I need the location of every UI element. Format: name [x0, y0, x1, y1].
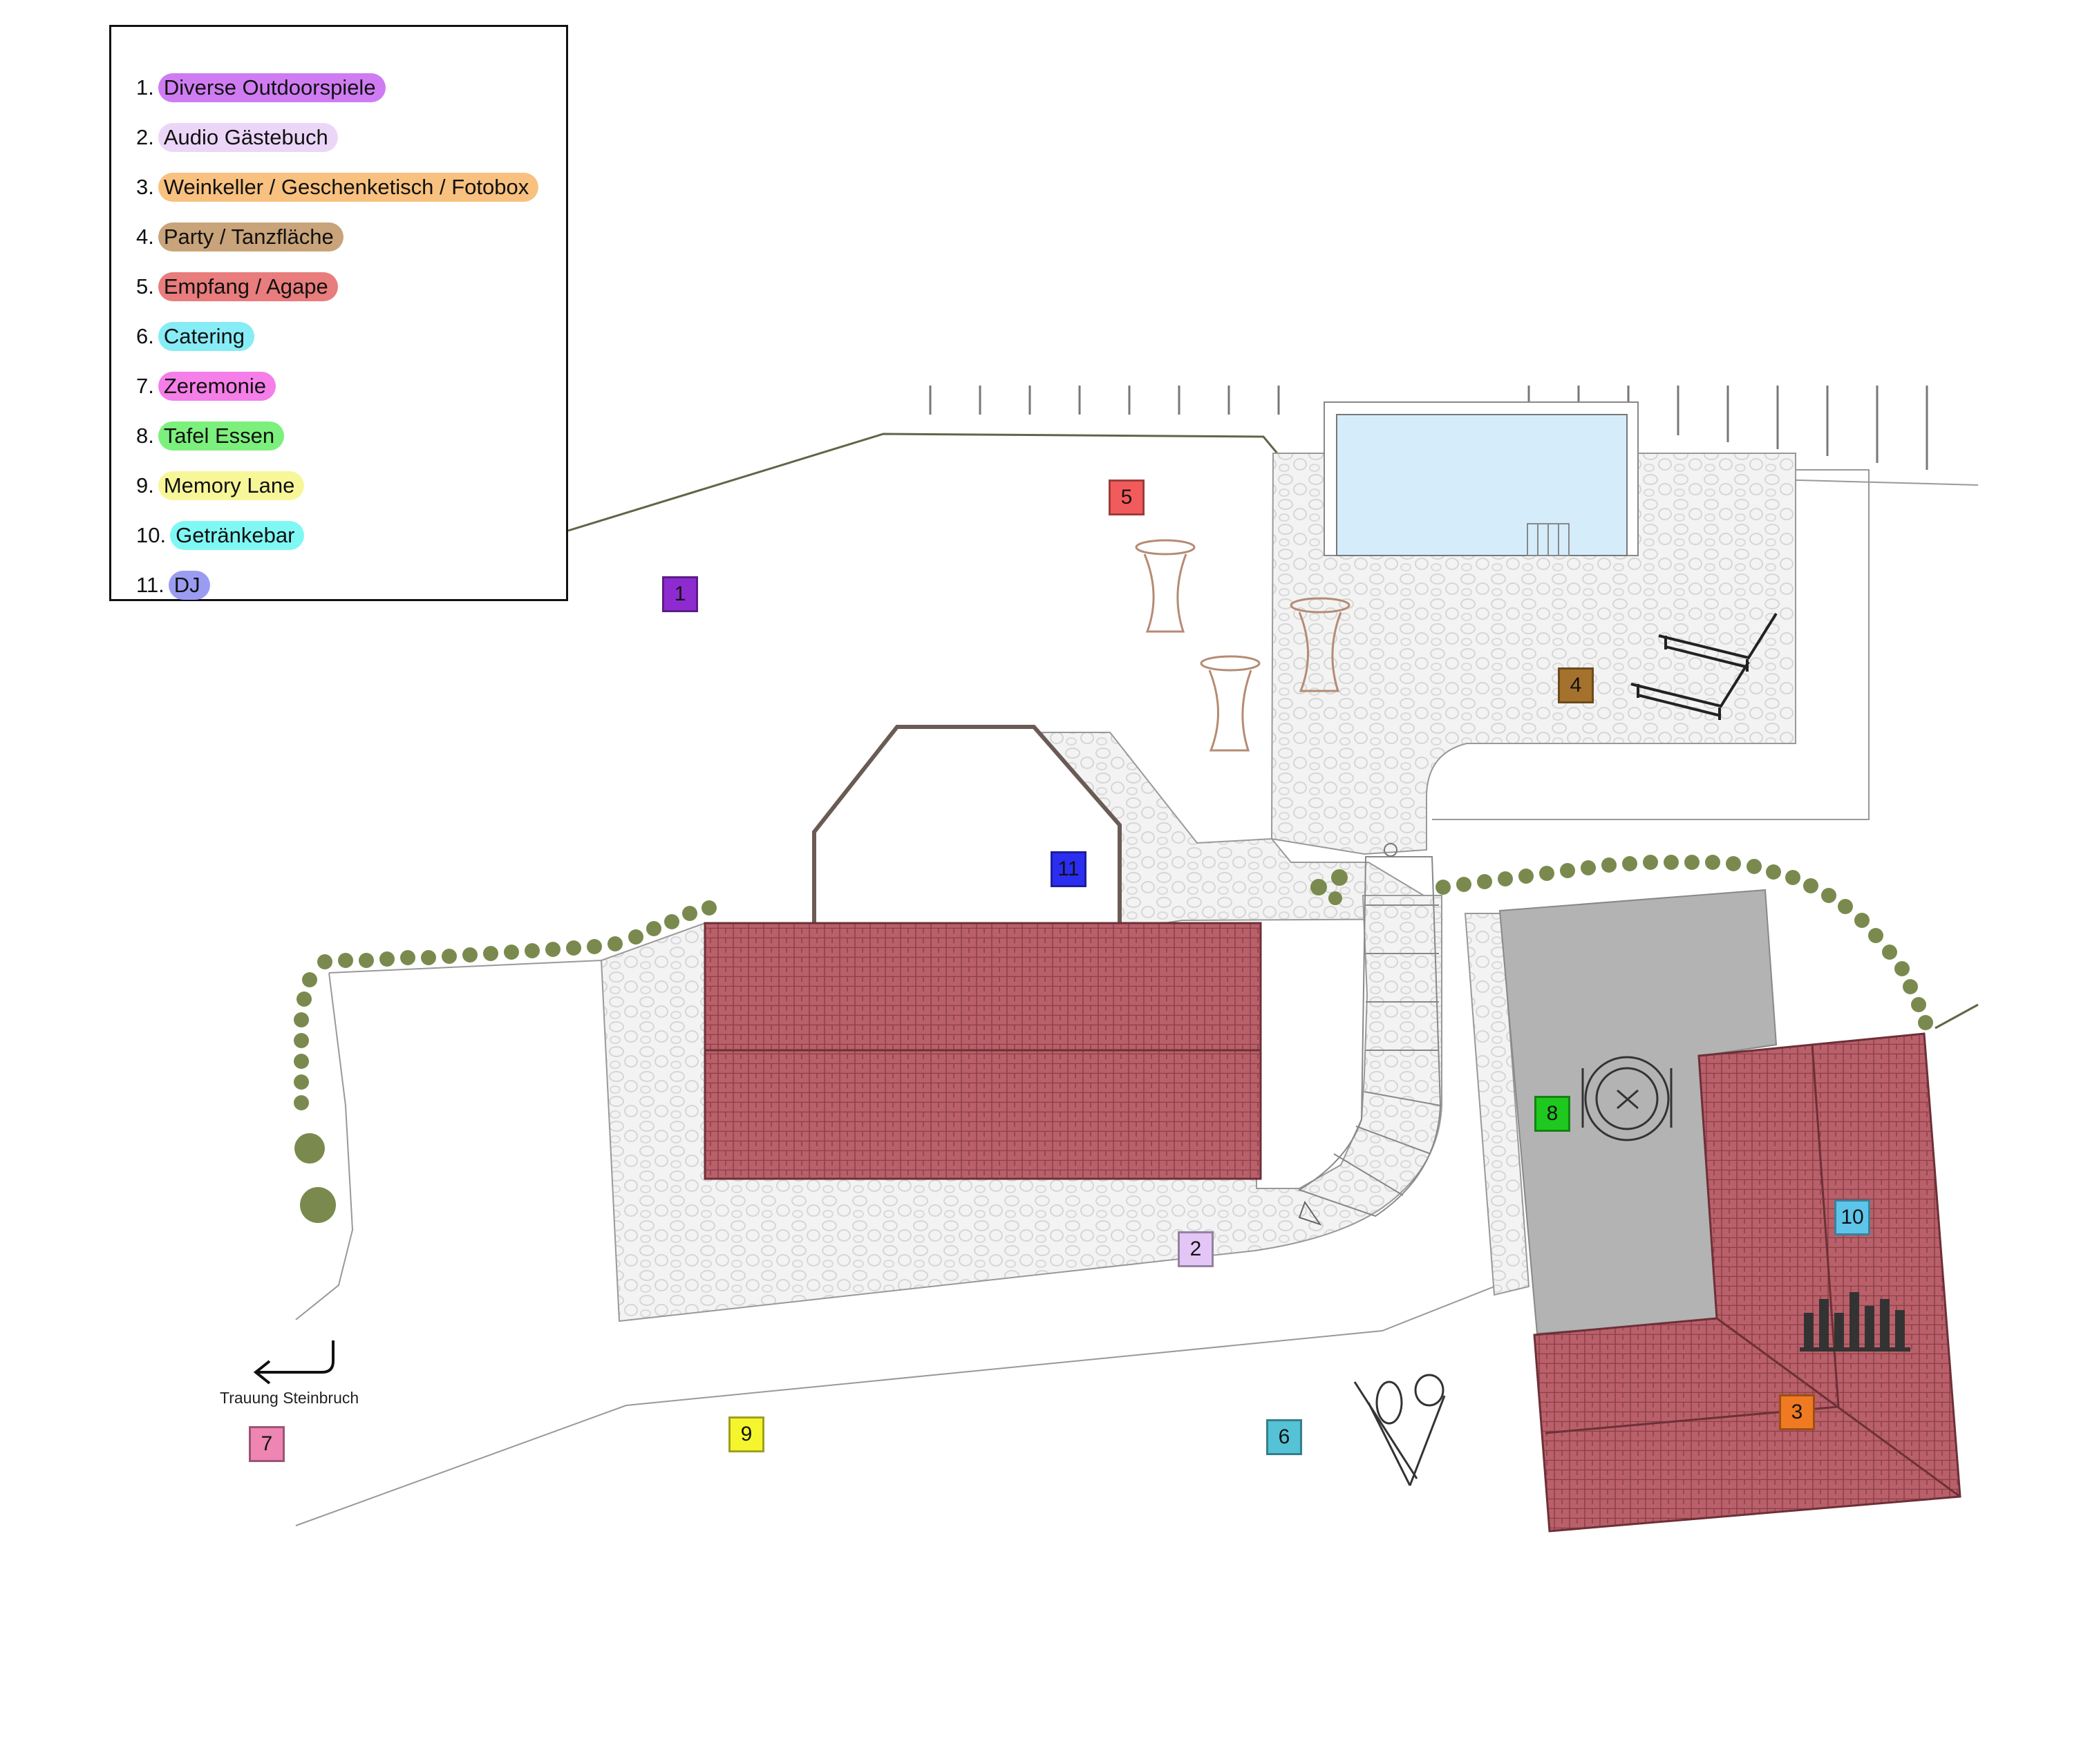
path-outline: [1432, 469, 1870, 820]
direction-label: Trauung Steinbruch: [220, 1389, 359, 1407]
legend-number: 8.: [136, 424, 154, 448]
legend-item: 9.Memory Lane: [136, 471, 305, 501]
legend-number: 7.: [136, 374, 154, 398]
road-edge: [328, 960, 602, 974]
lamp-post: [1384, 843, 1397, 857]
legend-item: 1.Diverse Outdoorspiele: [136, 73, 386, 103]
area-marker-8[interactable]: 8: [1534, 1096, 1570, 1132]
area-marker-10[interactable]: 10: [1834, 1199, 1870, 1235]
terrain-line: [1935, 1003, 1979, 1030]
legend-label: Zeremonie: [158, 372, 276, 401]
legend-number: 11.: [136, 573, 164, 597]
legend-label: Empfang / Agape: [158, 272, 338, 301]
legend-item: 6.Catering: [136, 321, 255, 352]
area-marker-3[interactable]: 3: [1779, 1394, 1815, 1430]
place-setting-icon: [1581, 1056, 1673, 1141]
legend-item: 8.Tafel Essen: [136, 421, 285, 451]
legend-label: Diverse Outdoorspiele: [158, 73, 386, 102]
area-marker-9[interactable]: 9: [728, 1416, 764, 1452]
area-marker-7[interactable]: 7: [249, 1426, 285, 1462]
legend-item: 7.Zeremonie: [136, 371, 276, 401]
legend: 1.Diverse Outdoorspiele 2.Audio Gästebuc…: [109, 25, 568, 601]
direction-arrow: [1298, 1200, 1322, 1226]
pool-steps: [1527, 523, 1570, 556]
legend-number: 1.: [136, 75, 154, 99]
road-edge: [295, 1286, 1495, 1526]
legend-item: 11.DJ: [136, 570, 210, 600]
legend-number: 4.: [136, 225, 154, 249]
area-marker-11[interactable]: 11: [1051, 851, 1086, 887]
lounge-chair-icon: [1630, 612, 1778, 720]
legend-number: 9.: [136, 473, 154, 497]
area-marker-1[interactable]: 1: [662, 576, 698, 612]
legend-label: Weinkeller / Geschenketisch / Fotobox: [158, 173, 539, 202]
legend-item: 10.Getränkebar: [136, 520, 305, 551]
legend-label: Party / Tanzfläche: [158, 222, 343, 252]
legend-number: 5.: [136, 274, 154, 298]
terrain-line: [567, 433, 1279, 532]
legend-label: Getränkebar: [170, 521, 305, 550]
legend-label: Audio Gästebuch: [158, 123, 338, 152]
area-marker-6[interactable]: 6: [1266, 1419, 1302, 1455]
legend-number: 6.: [136, 324, 154, 348]
legend-number: 10.: [136, 523, 167, 547]
terrace-path: [1464, 913, 1530, 1296]
legend-item: 5.Empfang / Agape: [136, 272, 338, 302]
pool: [1336, 414, 1628, 556]
legend-item: 3.Weinkeller / Geschenketisch / Fotobox: [136, 172, 539, 202]
area-marker-4[interactable]: 4: [1558, 667, 1594, 703]
legend-label: Tafel Essen: [158, 421, 285, 451]
legend-item: 4.Party / Tanzfläche: [136, 222, 343, 252]
arrow-to-ceremony-icon: [253, 1340, 335, 1385]
legend-label: DJ: [168, 571, 210, 600]
legend-label: Memory Lane: [158, 471, 305, 500]
bottles-icon: [1800, 1292, 1910, 1352]
hedge: [294, 855, 1933, 1223]
legend-number: 3.: [136, 175, 154, 199]
stairs: [1297, 856, 1442, 1217]
legend-label: Catering: [158, 322, 255, 351]
road-edge: [295, 972, 354, 1320]
cocktail-table-icon: [1135, 539, 1350, 752]
dj-pavilion: [812, 725, 1122, 923]
area-marker-5[interactable]: 5: [1109, 480, 1145, 515]
kitchen-utensils-icon: [1353, 1374, 1446, 1486]
legend-item: 2.Audio Gästebuch: [136, 122, 338, 153]
legend-number: 2.: [136, 125, 154, 149]
area-marker-2[interactable]: 2: [1178, 1231, 1214, 1267]
